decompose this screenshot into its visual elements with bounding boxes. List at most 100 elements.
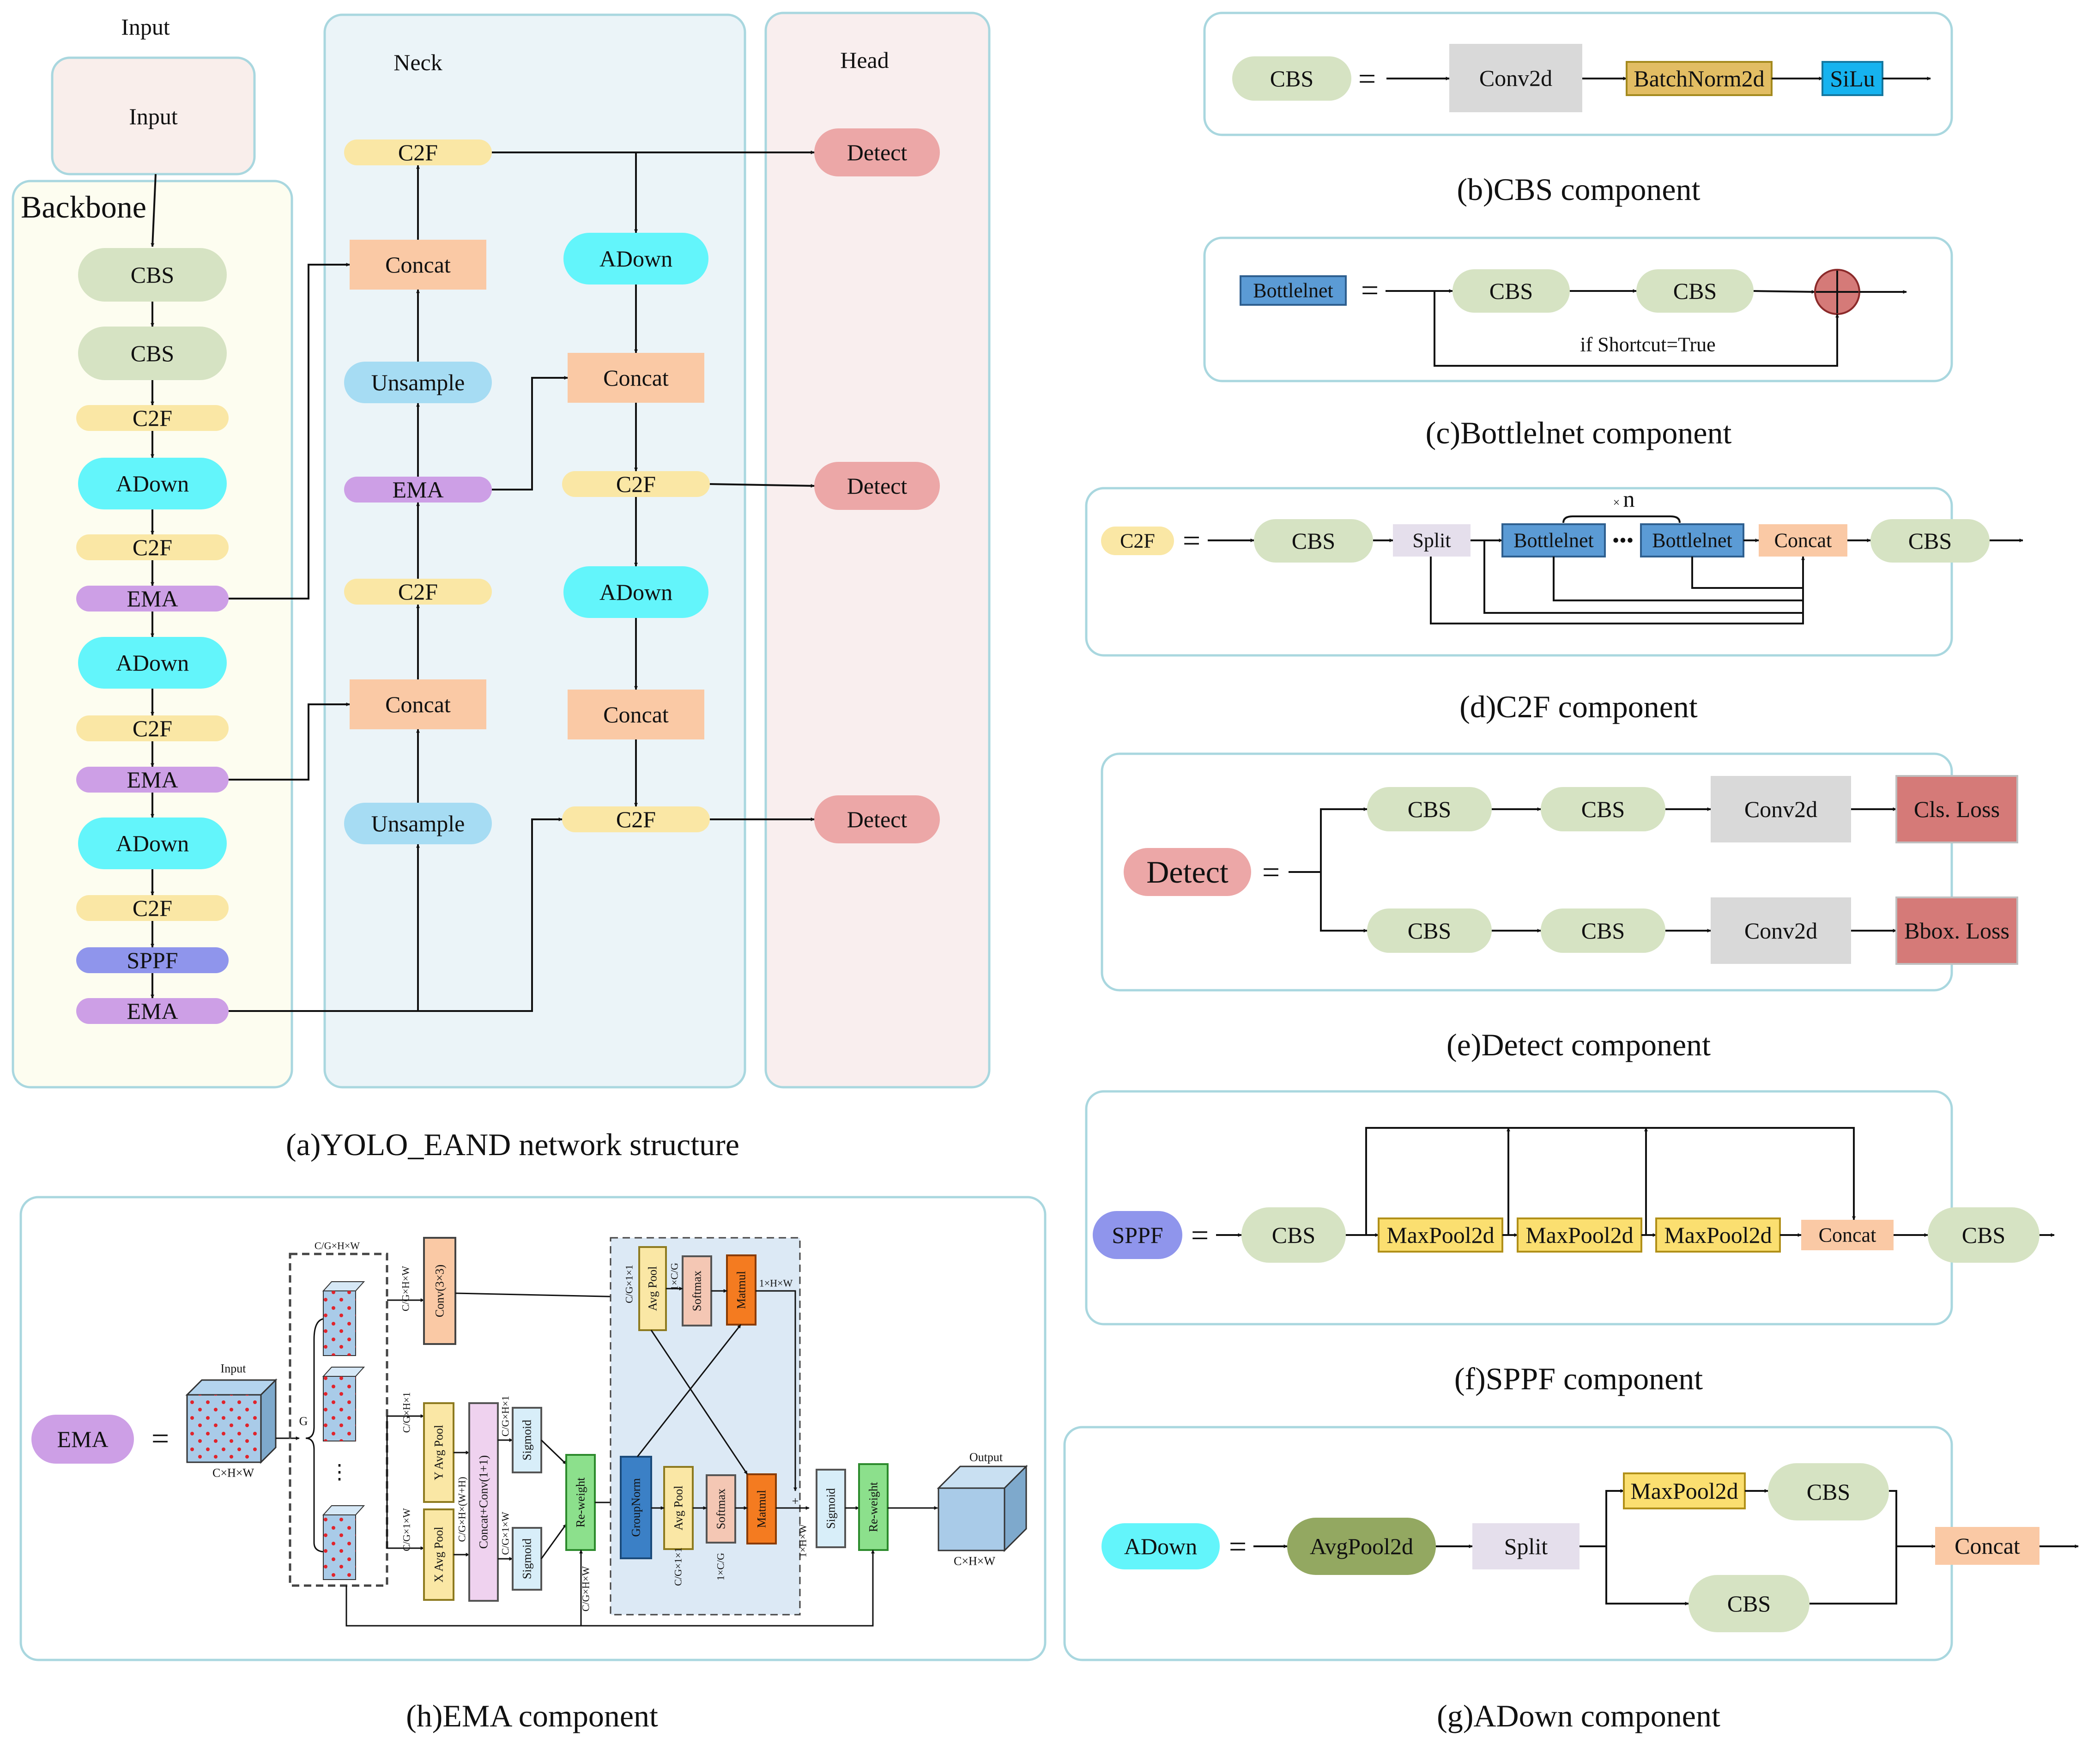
- ema-cross: [636, 1324, 742, 1457]
- c2f-lhs-label: C2F: [1120, 530, 1155, 552]
- ema-vdots: ⋮: [329, 1461, 350, 1484]
- ema-h1b: C/G×H×1: [500, 1396, 511, 1436]
- bottle-eq: =: [1361, 272, 1379, 308]
- backbone-c2f-4: [76, 534, 229, 560]
- adown-maxpool: [1623, 1472, 1746, 1509]
- adown-avgpool2d: [1287, 1518, 1436, 1575]
- c2f-branch: [1691, 557, 1803, 589]
- detect-bottom_row-loss-label: Bbox. Loss: [1904, 918, 2009, 944]
- neck-right-concat-4-label: Concat: [603, 702, 669, 727]
- neck-unsample-6: [344, 803, 492, 844]
- c2f-panel: [1085, 487, 1953, 657]
- adown-join-top: [1889, 1490, 1936, 1548]
- ema-c11: C/G×1×1: [623, 1265, 635, 1303]
- neck-right-adown-3: [563, 566, 708, 618]
- neck-c2f-0-label: C2F: [398, 139, 438, 165]
- backbone-adown-9: [78, 818, 227, 869]
- c2f-eq: =: [1183, 523, 1200, 558]
- ema-reweight-a-label: Re-weight: [574, 1477, 587, 1527]
- neck-right-c2f-5: [562, 806, 710, 832]
- group-brace: [305, 1318, 326, 1553]
- c2f-bottle-1: [1640, 523, 1744, 557]
- c2f-cbs-0-label: CBS: [1292, 528, 1336, 554]
- sppf-cbs-0-label: CBS: [1272, 1222, 1316, 1248]
- ema-groupnorm: [620, 1456, 652, 1559]
- detect-eq: =: [1262, 854, 1280, 890]
- ema-reweight-a: [565, 1454, 596, 1551]
- neck-right-adown-3-label: ADown: [599, 579, 672, 605]
- sppf-maxpool-2-label: MaxPool2d: [1664, 1222, 1772, 1248]
- neck-c2f-4: [344, 579, 492, 605]
- caption-a: (a)YOLO_EAND network structure: [286, 1127, 739, 1162]
- ema-cross: [650, 1330, 748, 1475]
- detect-lhs: [1124, 848, 1251, 896]
- neck-right-concat-4: [568, 690, 704, 739]
- neck-ema-3-label: EMA: [392, 477, 443, 503]
- sppf-concat: [1801, 1220, 1894, 1250]
- cbs-lhs: [1232, 56, 1351, 101]
- adown-lhs: [1101, 1523, 1220, 1569]
- backbone-cbs-0-label: CBS: [131, 262, 175, 288]
- adown-lhs-label: ADown: [1124, 1533, 1197, 1559]
- backbone-c2f-4-label: C2F: [133, 534, 172, 560]
- caption-b: (b)CBS component: [1457, 172, 1701, 207]
- sppf-maxpool-1-label: MaxPool2d: [1525, 1222, 1633, 1248]
- adown-avgpool2d-label: AvgPool2d: [1310, 1533, 1413, 1559]
- cbs-conv2d: [1449, 44, 1582, 112]
- adown-top: [1605, 1489, 1624, 1546]
- neck-concat-1: [350, 240, 486, 290]
- detect-top-branch: [1320, 807, 1368, 872]
- cbs-lhs-label: CBS: [1270, 66, 1314, 91]
- detect-top_row-cbs-0: [1367, 787, 1492, 831]
- c2f-cbs-1: [1870, 519, 1990, 563]
- sppf-cbs-1: [1928, 1207, 2039, 1263]
- ema-flow: [386, 1416, 424, 1550]
- ema-softmax-a: [682, 1255, 712, 1326]
- caption-c: (c)Bottlelnet component: [1426, 415, 1732, 450]
- detect-bottom_row-conv2d: [1711, 897, 1851, 964]
- backbone-adown-3: [78, 458, 227, 509]
- ema-skip-2: [346, 1550, 875, 1627]
- detect-top_row-cbs-1: [1541, 787, 1665, 831]
- ema-avgpool-a-label: Avg Pool: [646, 1266, 660, 1311]
- c2f-lhs: [1101, 527, 1174, 555]
- ema-avgpool-a: [638, 1246, 667, 1331]
- backbone-ema-8: [76, 767, 229, 793]
- neck-concat-5: [350, 679, 486, 729]
- cbs-batchnorm-label: BatchNorm2d: [1634, 66, 1764, 91]
- ema-rw-dim: C/G×H×W: [580, 1566, 592, 1611]
- detect-bottom_row-loss: [1895, 896, 2018, 965]
- ema-g-label: G: [299, 1415, 308, 1428]
- ema-matmul-a: [726, 1254, 756, 1326]
- ema-avgpool-b-label: Avg Pool: [672, 1485, 685, 1530]
- neck-concat-1-label: Concat: [385, 252, 451, 278]
- backbone-sppf-11-label: SPPF: [127, 947, 178, 973]
- input-title: Input: [121, 14, 170, 40]
- input-cube-side: [260, 1378, 277, 1464]
- neck-right-c2f-2: [562, 471, 710, 497]
- adown-cbs-bot-label: CBS: [1727, 1591, 1771, 1617]
- ema2-to-concat: [229, 702, 350, 781]
- ema-concat-conv-label: Concat+Conv(1+1): [477, 1455, 490, 1549]
- ema-matmul-b-label: Matmul: [755, 1490, 769, 1528]
- backbone-ema-12-label: EMA: [127, 998, 178, 1024]
- ema-one-hw: 1×H×W: [759, 1278, 793, 1289]
- ema-conv3-label: Conv(3×3): [433, 1265, 447, 1317]
- c2f-dots: •••: [1612, 529, 1634, 552]
- caption-e: (e)Detect component: [1446, 1027, 1711, 1062]
- detect-top_row-conv2d-label: Conv2d: [1744, 796, 1817, 822]
- ema-input-label: Input: [221, 1362, 247, 1375]
- backbone-adown-6-label: ADown: [116, 650, 189, 676]
- bottle-panel: [1203, 236, 1953, 382]
- caption-d: (d)C2F component: [1459, 689, 1698, 724]
- backbone-c2f-2-label: C2F: [133, 405, 172, 431]
- ema-concat-conv: [468, 1402, 499, 1602]
- detect-top_row-loss: [1895, 775, 2018, 843]
- input-to-cbs: [151, 174, 157, 247]
- input-panel: [51, 56, 256, 176]
- detect-bot-branch: [1320, 872, 1368, 933]
- c2f-split: [1393, 524, 1471, 557]
- cbs-silu-label: SiLu: [1830, 66, 1875, 91]
- ema-conv-dim: C/G×H×W: [400, 1266, 412, 1311]
- ema-reweight-b: [858, 1463, 889, 1551]
